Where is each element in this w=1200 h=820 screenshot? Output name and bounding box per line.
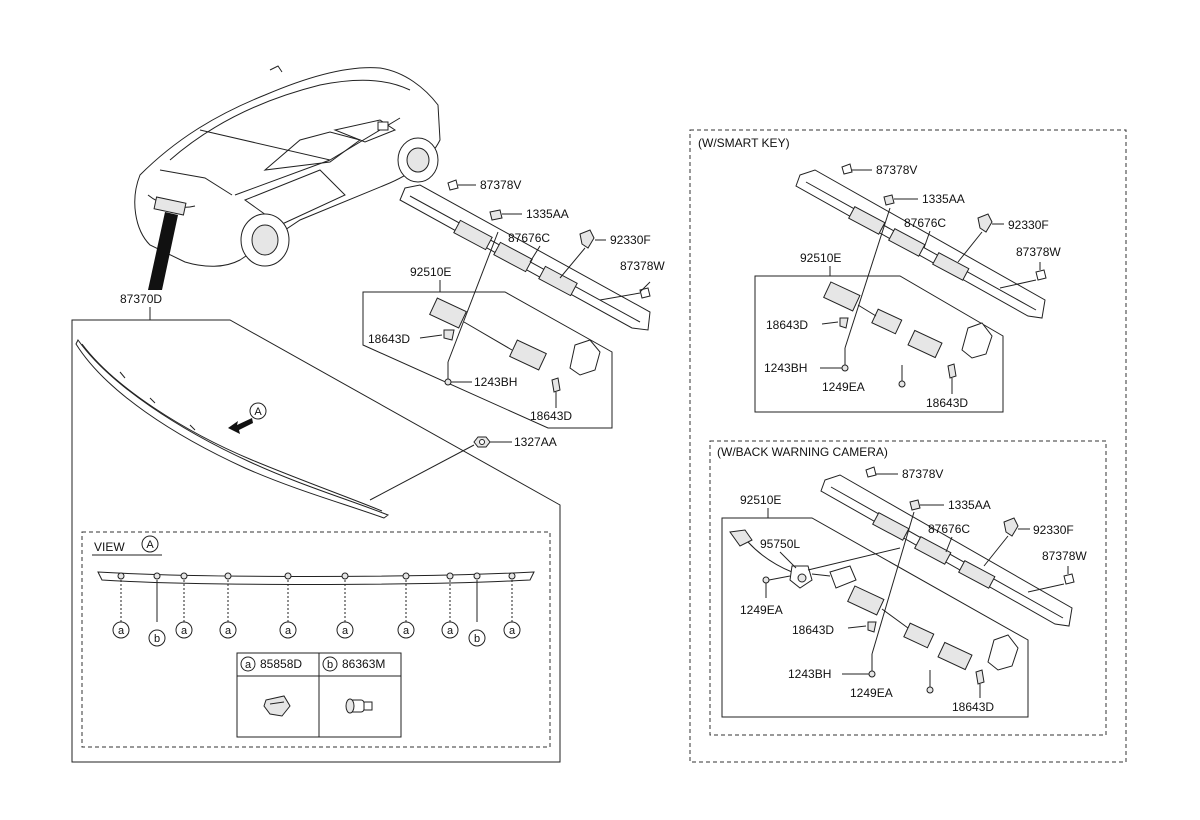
view-clip-callout-circle bbox=[112, 621, 130, 639]
view-clip-callout-letter: a bbox=[509, 625, 516, 637]
view-clip-b bbox=[153, 572, 161, 580]
sk-label-92510E: 92510E bbox=[800, 251, 841, 265]
main-label-18643D-b: 18643D bbox=[530, 409, 572, 423]
sk-label-1243BH: 1243BH bbox=[764, 361, 807, 375]
legend-letter-b: b bbox=[327, 659, 333, 671]
view-a-title-letter: A bbox=[146, 539, 154, 551]
bc-label-18643D-b: 18643D bbox=[952, 700, 994, 714]
sk-label-87378W: 87378W bbox=[1016, 245, 1061, 259]
smart-key-garnish: 87378V 1335AA 87676C 92330F 87378W bbox=[795, 163, 1061, 319]
bc-label-95750L: 95750L bbox=[760, 537, 800, 551]
back-camera-box bbox=[709, 440, 1107, 736]
view-clip-a bbox=[508, 572, 516, 580]
bc-label-1249EA-a: 1249EA bbox=[740, 603, 783, 617]
view-clip-callout-circle bbox=[468, 629, 486, 647]
main-label-87378V: 87378V bbox=[480, 178, 521, 192]
bc-label-1335AA: 1335AA bbox=[948, 498, 991, 512]
bc-label-92510E: 92510E bbox=[740, 493, 781, 507]
view-clip-callout-letter: a bbox=[285, 625, 292, 637]
view-a-arrow: A bbox=[228, 402, 267, 434]
view-clip-a bbox=[446, 572, 454, 580]
view-a-box bbox=[81, 531, 551, 748]
bc-label-92330F: 92330F bbox=[1033, 523, 1074, 537]
nut-1327AA: 1327AA bbox=[369, 435, 557, 501]
sk-label-18643D-a: 18643D bbox=[766, 318, 808, 332]
view-clip-callout-circle bbox=[336, 621, 354, 639]
legend-letter-a: a bbox=[245, 659, 252, 671]
main-label-87676C: 87676C bbox=[508, 231, 550, 245]
sk-label-1335AA: 1335AA bbox=[922, 192, 965, 206]
view-clip-callout-letter: b bbox=[474, 633, 480, 645]
bc-lamp-box bbox=[721, 517, 1029, 718]
legend-part-85858D: 85858D bbox=[260, 657, 302, 671]
view-clip-callout-letter: a bbox=[342, 625, 349, 637]
view-clip-a bbox=[224, 572, 232, 580]
options-outer-box bbox=[689, 129, 1127, 763]
main-label-92510E: 92510E bbox=[410, 265, 451, 279]
bc-label-18643D-a: 18643D bbox=[792, 623, 834, 637]
bc-label-87676C: 87676C bbox=[928, 522, 970, 536]
main-label-18643D-a: 18643D bbox=[368, 332, 410, 346]
smart-key-title: (W/SMART KEY) bbox=[698, 136, 790, 150]
view-clip-callout-letter: a bbox=[225, 625, 232, 637]
label-87370D: 87370D bbox=[120, 292, 162, 306]
back-camera-title: (W/BACK WARNING CAMERA) bbox=[717, 445, 888, 459]
bc-label-1249EA-b: 1249EA bbox=[850, 686, 893, 700]
view-clip-a bbox=[341, 572, 349, 580]
view-clip-b bbox=[473, 572, 481, 580]
clip-85858D-drawing bbox=[263, 695, 291, 717]
clip-legend-table: a 85858D b 86363M bbox=[236, 652, 402, 738]
view-clip-callout-letter: a bbox=[181, 625, 188, 637]
sk-label-18643D-b: 18643D bbox=[926, 396, 968, 410]
main-trim-box bbox=[71, 319, 561, 763]
legend-part-86363M: 86363M bbox=[342, 657, 385, 671]
view-clip-a bbox=[117, 572, 125, 580]
main-license-lamp: 18643D 1243BH 18643D bbox=[368, 231, 601, 423]
view-a-trim bbox=[97, 571, 535, 585]
sk-license-lamp: 18643D 1243BH 1249EA 18643D bbox=[764, 207, 993, 410]
view-clip-a bbox=[284, 572, 292, 580]
main-label-87378W: 87378W bbox=[620, 259, 665, 273]
clip-86363M-drawing bbox=[345, 698, 373, 714]
bc-label-87378W: 87378W bbox=[1042, 549, 1087, 563]
sk-label-92330F: 92330F bbox=[1008, 218, 1049, 232]
sk-label-87676C: 87676C bbox=[904, 216, 946, 230]
garnish-trim-87370D bbox=[75, 339, 390, 519]
bc-garnish: 87378V 1335AA 87676C 92330F 87378W bbox=[820, 466, 1087, 627]
view-clip-callout-circle bbox=[503, 621, 521, 639]
car-illustration bbox=[134, 65, 441, 290]
view-clip-callout-letter: a bbox=[403, 625, 410, 637]
view-clip-callout-letter: b bbox=[154, 633, 160, 645]
view-clip-callout-letter: a bbox=[118, 625, 125, 637]
view-clip-callout-circle bbox=[175, 621, 193, 639]
view-a-title: VIEW bbox=[94, 540, 125, 554]
bc-label-87378V: 87378V bbox=[902, 467, 943, 481]
main-lamp-box bbox=[362, 291, 613, 429]
main-label-1335AA: 1335AA bbox=[526, 207, 569, 221]
main-label-92330F: 92330F bbox=[610, 233, 651, 247]
view-clip-callout-letter: a bbox=[447, 625, 454, 637]
view-clip-callout-circle bbox=[219, 621, 237, 639]
view-clip-callout-circle bbox=[441, 621, 459, 639]
view-clip-a bbox=[180, 572, 188, 580]
main-garnish-assembly: 87378V 1335AA 87676C 92330F 87378W bbox=[399, 178, 665, 331]
view-clip-callout-circle bbox=[148, 629, 166, 647]
view-clip-callout-circle bbox=[397, 621, 415, 639]
sk-lamp-box bbox=[754, 275, 1004, 413]
main-label-1243BH: 1243BH bbox=[474, 375, 517, 389]
view-clip-callout-circle bbox=[279, 621, 297, 639]
view-clip-a bbox=[402, 572, 410, 580]
sk-label-87378V: 87378V bbox=[876, 163, 917, 177]
bc-label-1243BH: 1243BH bbox=[788, 667, 831, 681]
view-a-arrow-letter: A bbox=[254, 406, 262, 418]
sk-label-1249EA: 1249EA bbox=[822, 380, 865, 394]
bc-camera-lamp: 95750L 1249EA 18643D 1243BH 1249EA 18643… bbox=[729, 511, 1019, 714]
label-1327AA: 1327AA bbox=[514, 435, 557, 449]
